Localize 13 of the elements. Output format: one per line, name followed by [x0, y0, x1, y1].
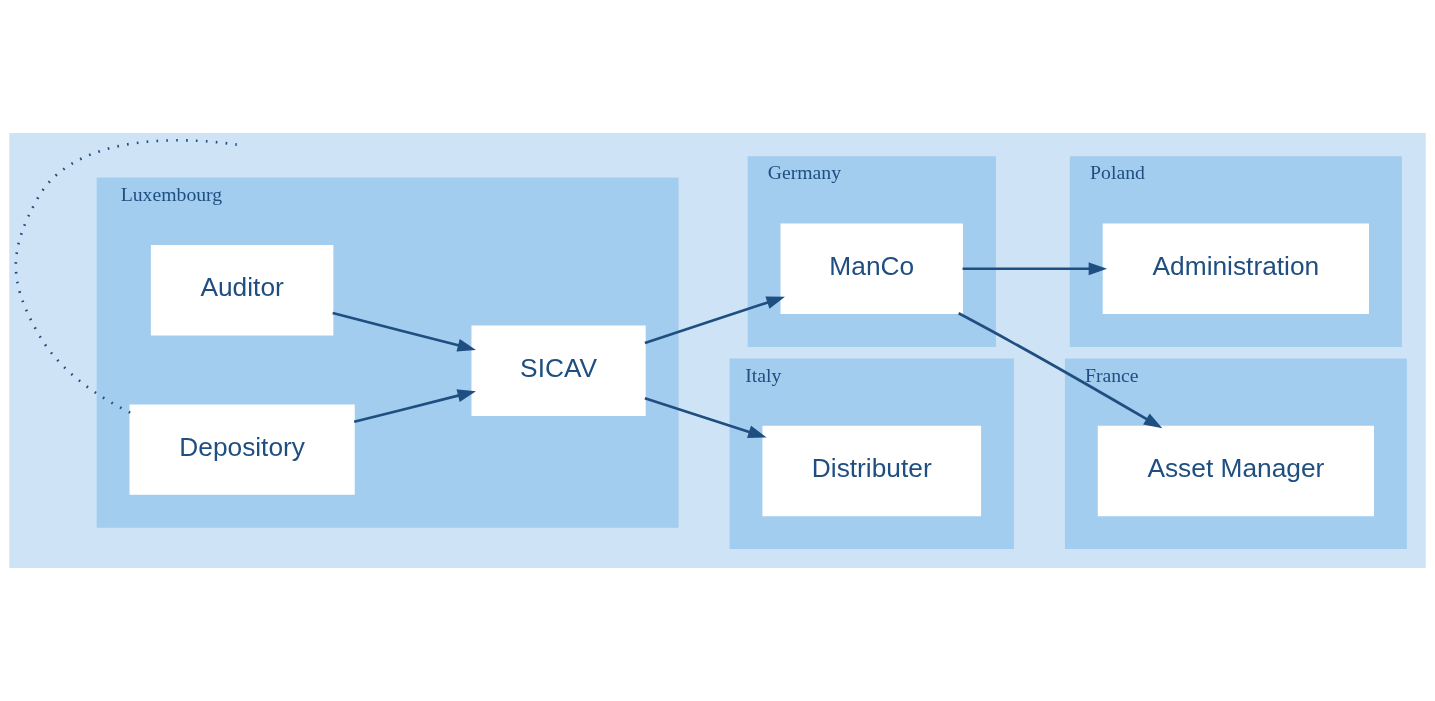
- arrow: [962, 262, 1108, 276]
- node-box: Distributer: [762, 425, 982, 517]
- arrow: [332, 311, 476, 352]
- arrow: [644, 296, 785, 345]
- node-box: Auditor: [150, 244, 334, 336]
- node-box: SICAV: [471, 325, 646, 416]
- node-box: ManCo: [780, 223, 963, 314]
- arrow: [353, 389, 476, 424]
- node-box: Asset Manager: [1097, 425, 1374, 517]
- arrow: [958, 312, 1163, 429]
- arrow: [644, 396, 767, 438]
- node-box: Depository: [129, 404, 355, 495]
- node-box: Administration: [1102, 223, 1370, 314]
